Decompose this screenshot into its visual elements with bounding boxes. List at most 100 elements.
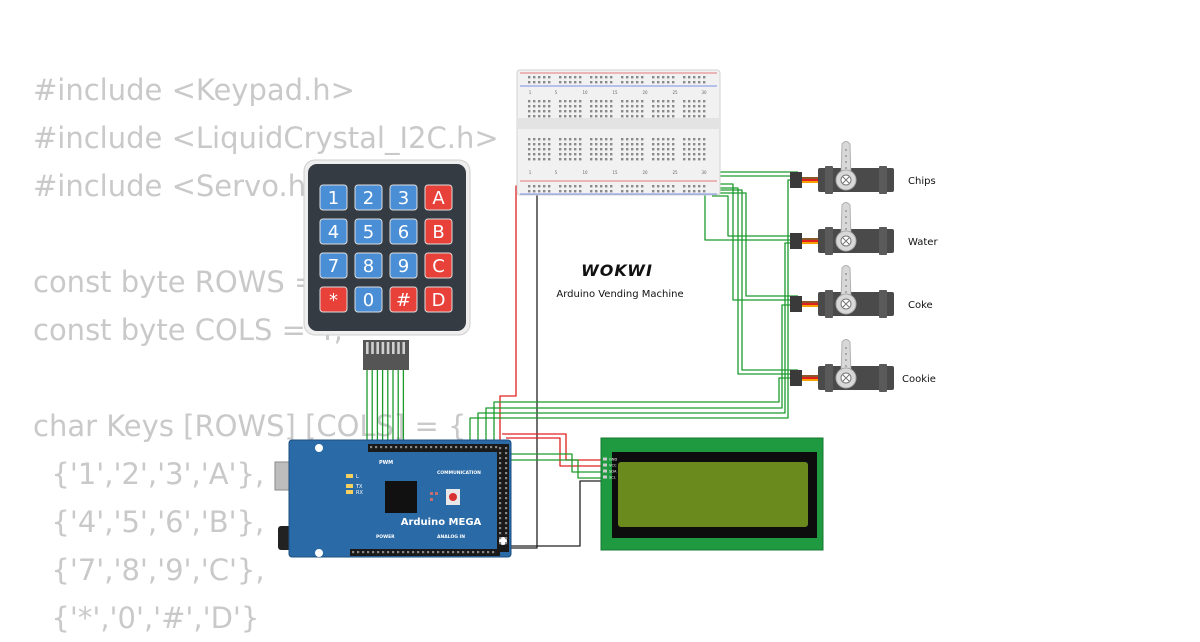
header-pin bbox=[505, 492, 508, 495]
breadboard-hole bbox=[688, 148, 691, 151]
svg-text:1: 1 bbox=[328, 188, 339, 209]
wire[interactable] bbox=[704, 176, 798, 241]
wire[interactable] bbox=[720, 187, 798, 375]
servo-wire-orange bbox=[802, 181, 820, 183]
wire[interactable] bbox=[509, 480, 606, 547]
lcd-pin bbox=[603, 475, 607, 479]
wire[interactable] bbox=[493, 377, 798, 444]
keypad-pin bbox=[376, 342, 379, 354]
breadboard-hole bbox=[528, 185, 531, 188]
breadboard-hole bbox=[579, 115, 582, 118]
breadboard-hole bbox=[543, 115, 546, 118]
servo-tab bbox=[879, 227, 887, 255]
breadboard-hole bbox=[548, 110, 551, 113]
breadboard-hole bbox=[564, 105, 567, 108]
wire[interactable] bbox=[506, 437, 606, 467]
breadboard-hole bbox=[548, 143, 551, 146]
breadboard-hole bbox=[698, 76, 701, 79]
breadboard-hole bbox=[657, 185, 660, 188]
breadboard-hole bbox=[698, 110, 701, 113]
header-pin bbox=[477, 551, 480, 554]
code-line: const byte COLS = 4; bbox=[33, 313, 344, 347]
wire[interactable] bbox=[709, 175, 798, 179]
wire[interactable] bbox=[469, 179, 798, 444]
header-pin bbox=[445, 446, 448, 449]
breadboard-hole bbox=[548, 190, 551, 193]
breadboard-hole bbox=[610, 110, 613, 113]
servo-coke[interactable]: Coke bbox=[790, 265, 933, 319]
breadboard-hole bbox=[538, 115, 541, 118]
servo-label: Cookie bbox=[902, 374, 936, 385]
wire[interactable] bbox=[499, 185, 528, 444]
servo-water[interactable]: Water bbox=[790, 202, 938, 256]
keypad-key-3[interactable]: 3 bbox=[389, 184, 418, 211]
keypad-key-9[interactable]: 9 bbox=[389, 252, 418, 279]
keypad-key-6[interactable]: 6 bbox=[389, 218, 418, 245]
keypad-key-0[interactable]: 0 bbox=[354, 286, 383, 313]
reset-button-cap[interactable] bbox=[449, 493, 457, 501]
wire[interactable] bbox=[712, 195, 798, 237]
keypad-key-8[interactable]: 8 bbox=[354, 252, 383, 279]
servo-chips[interactable]: Chips bbox=[790, 141, 936, 195]
breadboard-hole bbox=[688, 100, 691, 103]
header-pin bbox=[395, 446, 398, 449]
servo-wire-red bbox=[802, 303, 820, 305]
servo-horn[interactable] bbox=[840, 339, 852, 377]
servo-horn[interactable] bbox=[840, 202, 852, 240]
breadboard-hole bbox=[672, 190, 675, 193]
wire[interactable] bbox=[477, 242, 798, 444]
breadboard-hole bbox=[538, 100, 541, 103]
wire[interactable] bbox=[715, 183, 798, 301]
keypad-key-a[interactable]: A bbox=[424, 184, 453, 211]
keypad-key-d[interactable]: D bbox=[424, 286, 453, 313]
breadboard-hole bbox=[636, 143, 639, 146]
wire[interactable] bbox=[708, 192, 798, 297]
keypad-key-c[interactable]: C bbox=[424, 252, 453, 279]
breadboard-hole bbox=[626, 110, 629, 113]
header-pin bbox=[435, 446, 438, 449]
code-line: {'7','8','9','C'}, bbox=[33, 553, 265, 587]
wire[interactable] bbox=[485, 304, 798, 444]
keypad-key-star[interactable]: * bbox=[319, 286, 348, 313]
breadboard-hole bbox=[662, 185, 665, 188]
servo-cookie[interactable]: Cookie bbox=[790, 339, 936, 393]
wire[interactable] bbox=[703, 189, 798, 371]
keypad-key-5[interactable]: 5 bbox=[354, 218, 383, 245]
breadboard-hole bbox=[533, 148, 536, 151]
breadboard-hole bbox=[569, 110, 572, 113]
breadboard-hole bbox=[683, 115, 686, 118]
breadboard-hole bbox=[636, 105, 639, 108]
breadboard-hole bbox=[703, 185, 706, 188]
keypad-key-2[interactable]: 2 bbox=[354, 184, 383, 211]
breadboard-hole bbox=[610, 143, 613, 146]
breadboard-hole bbox=[600, 143, 603, 146]
breadboard-hole bbox=[590, 143, 593, 146]
keypad-key-7[interactable]: 7 bbox=[319, 252, 348, 279]
keypad-key-b[interactable]: B bbox=[424, 218, 453, 245]
breadboard-hole bbox=[631, 190, 634, 193]
keypad-ribbon-connector bbox=[363, 340, 409, 370]
keypad-key-4[interactable]: 4 bbox=[319, 218, 348, 245]
side-header bbox=[497, 444, 509, 552]
servo-label: Coke bbox=[908, 300, 933, 311]
breadboard-hole bbox=[574, 81, 577, 84]
breadboard-hole bbox=[636, 190, 639, 193]
wire[interactable] bbox=[510, 453, 606, 473]
breadboard-hole bbox=[564, 76, 567, 79]
keypad-key-hash[interactable]: # bbox=[389, 286, 418, 313]
breadboard-hole bbox=[600, 158, 603, 161]
keypad-key-1[interactable]: 1 bbox=[319, 184, 348, 211]
wire[interactable] bbox=[510, 459, 606, 479]
breadboard-hole bbox=[657, 143, 660, 146]
breadboard-hole bbox=[569, 100, 572, 103]
wire[interactable] bbox=[509, 189, 538, 549]
servo-horn[interactable] bbox=[840, 141, 852, 179]
wire[interactable] bbox=[502, 433, 606, 461]
breadboard-hole bbox=[590, 81, 593, 84]
servo-horn[interactable] bbox=[840, 265, 852, 303]
arduino-mega-board[interactable]: L TX RX PWM COMMUNICATION POWER ANALOG I… bbox=[274, 439, 512, 558]
